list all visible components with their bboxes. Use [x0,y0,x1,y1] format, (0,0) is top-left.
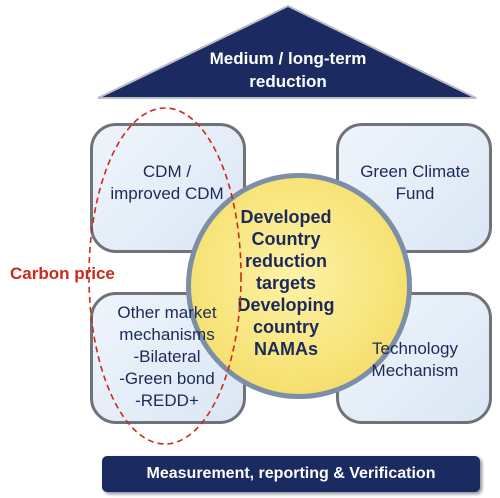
green-climate-fund-box [336,123,492,253]
carbon-price-label: Carbon price [10,264,115,283]
roof-triangle [97,4,477,99]
green-climate-fund-label: Green Climate Fund [360,162,470,203]
footer-bar: Measurement, reporting & Verification [102,456,480,492]
market-mechanisms-label: Other market mechanisms -Bilateral -Gree… [117,303,217,410]
cdm-label: CDM / improved CDM [110,162,224,203]
technology-mechanism-label: Technology Mechanism [371,339,459,380]
roof-label: Medium / long-term reduction [209,49,367,91]
center-label: Developed Country reduction targets Deve… [237,207,335,359]
